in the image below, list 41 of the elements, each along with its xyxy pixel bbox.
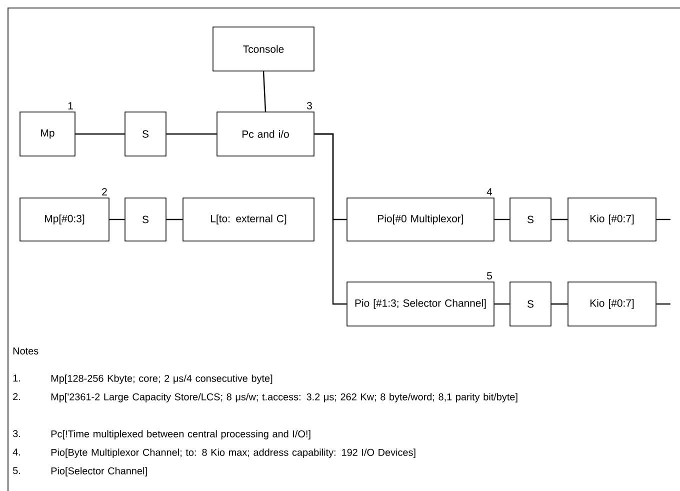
note-number: 5. (13, 467, 20, 474)
note-number: 1. (13, 374, 20, 382)
connector-line (109, 218, 125, 220)
notes-heading: Notes (13, 348, 38, 354)
connector-line (494, 218, 510, 220)
block-box: Pc and i/o (216, 112, 314, 156)
connector-line (262, 71, 266, 112)
block-box: Tconsole (212, 26, 314, 72)
note-text: Mp[128-256 Kbyte; core; 2 μs/4 consecutive byte] (51, 374, 272, 384)
block-box: S (124, 112, 166, 156)
block-box: Mp[#0:3] (20, 198, 110, 242)
connector-line (314, 133, 347, 305)
block-box: Pio [#1:3; Selector Channel] (346, 282, 494, 326)
callout-number: 1 (68, 102, 73, 110)
note-text: Pc[!Time multiplexed between central processing and I/O!] (51, 430, 310, 440)
block-box: Kio [#0:7] (568, 198, 656, 242)
block-box: Kio [#0:7] (568, 282, 656, 326)
block-box: L[to: external C] (182, 198, 314, 242)
connector-line (75, 133, 125, 135)
connector-line (494, 303, 510, 305)
callout-number: 3 (306, 102, 312, 110)
block-box: S (510, 198, 552, 242)
connector-line (166, 133, 217, 135)
block-box: Pio[#0 Multiplexor] (346, 198, 494, 242)
block-box: S (124, 198, 166, 242)
connector-line (551, 303, 568, 305)
callout-number: 5 (487, 272, 492, 280)
note-number: 3. (12, 430, 20, 438)
block-box: S (510, 282, 552, 326)
callout-number: 2 (102, 188, 107, 196)
note-text: Pio[Byte Multiplexor Channel; to: 8 Kio max; address capability: 192 I/O Devices] (51, 448, 416, 458)
note-text: Mp['2361-2 Large Capacity Store/LCS; 8 μs/w; t.access: 3.2 μs; 262 Kw; 8 byte/word; 8,1 parity bit/byte] (51, 393, 518, 402)
note-text: Pio[Selector Channel] (51, 467, 147, 476)
connector-line (656, 218, 670, 220)
block-box: Mp (20, 112, 76, 156)
callout-number: 4 (486, 188, 492, 196)
note-number: 2. (13, 393, 20, 400)
note-number: 4. (12, 448, 20, 456)
connector-line (656, 303, 670, 305)
connector-line (551, 218, 568, 220)
connector-line (166, 218, 183, 220)
